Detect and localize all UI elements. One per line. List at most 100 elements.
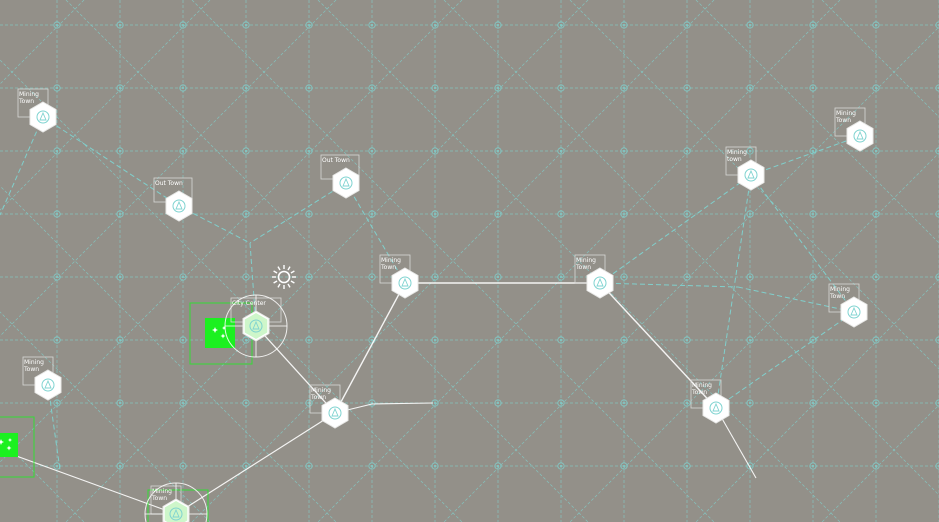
town-hex[interactable] xyxy=(840,296,868,328)
grid-node-marker xyxy=(494,210,502,218)
grid-node-marker xyxy=(368,21,376,29)
town-hex[interactable] xyxy=(29,101,57,133)
grid-node-marker xyxy=(809,336,817,344)
grid-node-marker xyxy=(368,462,376,470)
town-hex[interactable] xyxy=(737,159,765,191)
town-node[interactable]: Out Town xyxy=(320,154,360,199)
mining-town-icon xyxy=(36,110,50,124)
grid-node-marker xyxy=(872,273,880,281)
grid-node-marker xyxy=(557,336,565,344)
town-hex[interactable] xyxy=(165,190,193,222)
planned-road xyxy=(178,205,251,244)
town-hex[interactable] xyxy=(702,392,730,424)
grid-node-marker xyxy=(116,210,124,218)
grid-node-marker xyxy=(683,273,691,281)
grid-node-marker xyxy=(53,399,61,407)
town-hex[interactable] xyxy=(846,120,874,152)
grid-node-marker xyxy=(242,399,250,407)
grid-node-marker xyxy=(242,336,250,344)
grid-node-marker xyxy=(746,399,754,407)
town-hex[interactable] xyxy=(586,267,614,299)
grid-node-marker xyxy=(809,462,817,470)
grid-node-marker xyxy=(557,21,565,29)
grid-node-marker xyxy=(368,273,376,281)
grid-node-marker xyxy=(179,21,187,29)
grid-node-marker xyxy=(431,147,439,155)
grid-node-marker xyxy=(557,462,565,470)
mining-town-icon xyxy=(853,129,867,143)
grid-node-marker xyxy=(494,273,502,281)
grid-node-marker xyxy=(809,21,817,29)
grid-node-marker xyxy=(116,336,124,344)
mining-town-icon xyxy=(398,276,412,290)
town-node[interactable]: Out Town xyxy=(153,177,193,222)
town-hex[interactable] xyxy=(321,397,349,429)
planned-road xyxy=(249,242,257,327)
town-hex[interactable] xyxy=(332,167,360,199)
grid-node-marker xyxy=(242,84,250,92)
grid-node-marker xyxy=(620,147,628,155)
outpost-icon xyxy=(172,199,186,213)
grid-node-marker xyxy=(431,462,439,470)
built-road xyxy=(0,449,177,515)
grid-node-marker xyxy=(116,147,124,155)
grid-node-marker xyxy=(620,462,628,470)
town-label: City Center xyxy=(232,300,266,307)
grid-node-marker xyxy=(809,147,817,155)
planned-road xyxy=(249,182,347,244)
grid-node-marker xyxy=(116,84,124,92)
grid-node-marker xyxy=(683,462,691,470)
grid-node-marker xyxy=(179,273,187,281)
grid-node-marker xyxy=(53,336,61,344)
grid-node-marker xyxy=(620,399,628,407)
planned-road xyxy=(599,174,752,284)
grid-node-marker xyxy=(53,462,61,470)
grid-node-marker xyxy=(179,399,187,407)
built-road xyxy=(334,282,406,414)
grid-node-marker xyxy=(305,273,313,281)
grid-node-marker xyxy=(872,336,880,344)
grid-node-marker xyxy=(494,462,502,470)
grid-node-marker xyxy=(305,462,313,470)
grid-node-marker xyxy=(683,84,691,92)
town-hex[interactable] xyxy=(391,267,419,299)
grid-node-marker xyxy=(116,273,124,281)
grid-node-marker xyxy=(116,21,124,29)
grid-node-marker xyxy=(431,21,439,29)
town-hex[interactable] xyxy=(34,369,62,401)
planned-road xyxy=(599,282,739,288)
planned-road xyxy=(42,116,180,207)
sun-icon[interactable] xyxy=(272,265,296,289)
town-node[interactable]: City Center xyxy=(224,294,288,358)
mining-town-icon xyxy=(593,276,607,290)
sparkle-icon[interactable] xyxy=(0,433,18,457)
planned-road xyxy=(715,311,855,409)
grid-node-marker xyxy=(620,84,628,92)
grid-node-marker xyxy=(368,147,376,155)
mining-town-icon xyxy=(847,305,861,319)
grid-node-marker xyxy=(746,462,754,470)
planned-road xyxy=(715,174,752,409)
grid-node-marker xyxy=(494,147,502,155)
planned-road xyxy=(345,182,406,284)
grid-node-marker xyxy=(431,84,439,92)
mining-town-icon xyxy=(709,401,723,415)
town-label: Out Town xyxy=(155,180,183,187)
grid-node-marker xyxy=(242,21,250,29)
grid-node-marker xyxy=(116,399,124,407)
grid-node-marker xyxy=(746,336,754,344)
